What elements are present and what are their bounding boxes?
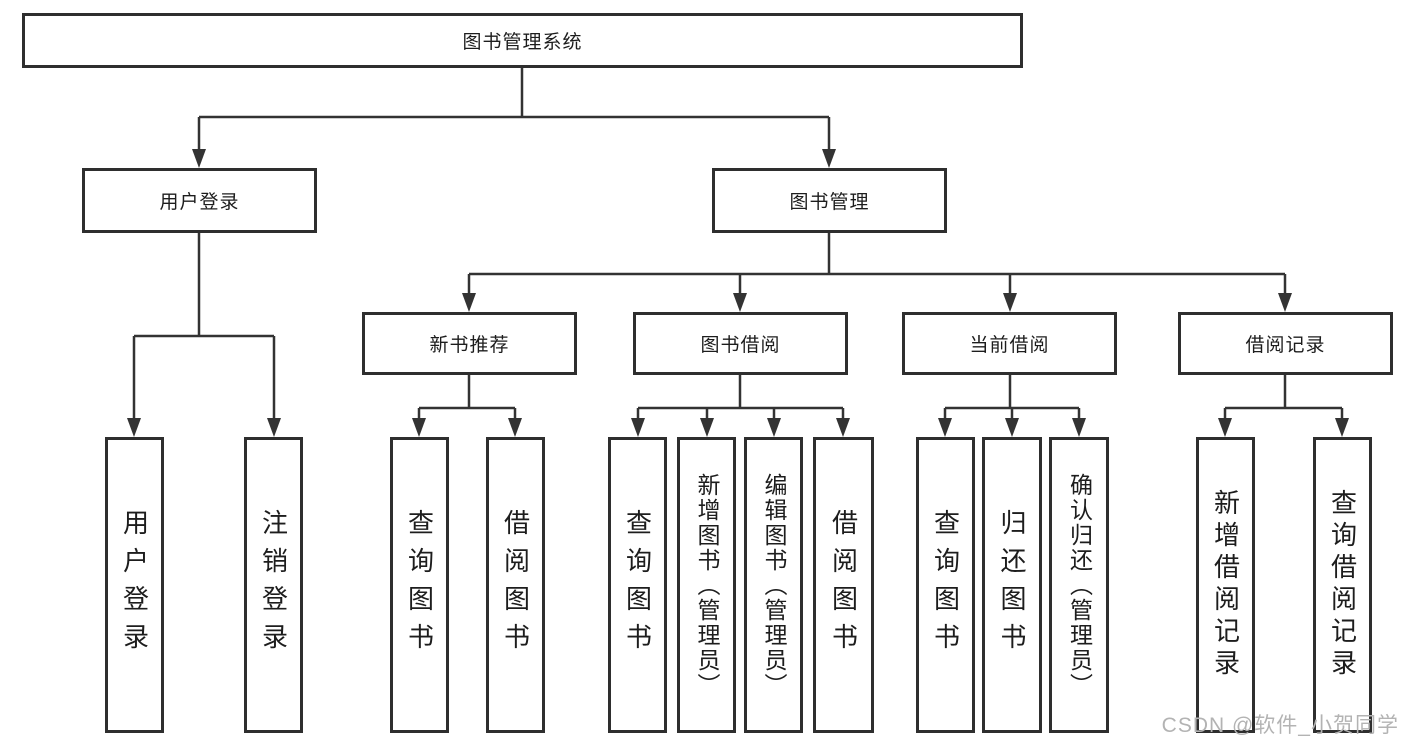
node-borrow-records-label: 借阅记录 <box>1245 335 1326 356</box>
leaf-borrow-books-2: 借阅图书 <box>813 437 874 733</box>
leaf-borrow-books-1-label: 借阅图书 <box>500 509 531 661</box>
node-new-book-recommend-label: 新书推荐 <box>429 335 510 356</box>
leaf-confirm-return-admin-label: 确认归还（管理员） <box>1066 472 1093 698</box>
node-current-borrow-label: 当前借阅 <box>969 335 1050 356</box>
leaf-logout-label: 注销登录 <box>258 509 289 661</box>
csdn-watermark: CSDN @软件_小贺同学 <box>1161 714 1399 737</box>
leaf-query-books-3-label: 查询图书 <box>930 509 961 661</box>
node-borrow-records: 借阅记录 <box>1178 312 1393 375</box>
node-root-label: 图书管理系统 <box>462 32 583 53</box>
node-current-borrow: 当前借阅 <box>902 312 1117 375</box>
leaf-borrow-books-1: 借阅图书 <box>486 437 545 733</box>
leaf-user-login: 用户登录 <box>105 437 164 733</box>
leaf-add-book-admin-label: 新增图书（管理员） <box>694 472 720 698</box>
leaf-query-books-3: 查询图书 <box>916 437 975 733</box>
leaf-query-books-2: 查询图书 <box>608 437 667 733</box>
leaf-query-books-1-label: 查询图书 <box>404 509 435 661</box>
leaf-query-borrow-record-label: 查询借阅记录 <box>1327 489 1358 681</box>
leaf-query-books-1: 查询图书 <box>390 437 449 733</box>
leaf-return-book: 归还图书 <box>982 437 1042 733</box>
node-book-management: 图书管理 <box>712 168 947 233</box>
node-user-login-label: 用户登录 <box>159 192 240 213</box>
leaf-confirm-return-admin: 确认归还（管理员） <box>1049 437 1109 733</box>
node-book-borrow: 图书借阅 <box>633 312 848 375</box>
node-new-book-recommend: 新书推荐 <box>362 312 577 375</box>
leaf-borrow-books-2-label: 借阅图书 <box>828 509 859 661</box>
leaf-edit-book-admin-label: 编辑图书（管理员） <box>761 472 787 698</box>
leaf-add-borrow-record-label: 新增借阅记录 <box>1210 489 1241 681</box>
node-book-management-label: 图书管理 <box>789 192 870 213</box>
node-book-borrow-label: 图书借阅 <box>700 335 781 356</box>
leaf-add-borrow-record: 新增借阅记录 <box>1196 437 1255 733</box>
leaf-return-book-label: 归还图书 <box>997 509 1027 661</box>
leaf-query-borrow-record: 查询借阅记录 <box>1313 437 1372 733</box>
leaf-user-login-label: 用户登录 <box>119 509 150 661</box>
node-root: 图书管理系统 <box>22 13 1023 68</box>
leaf-add-book-admin: 新增图书（管理员） <box>677 437 736 733</box>
node-user-login: 用户登录 <box>82 168 317 233</box>
leaf-logout: 注销登录 <box>244 437 303 733</box>
leaf-edit-book-admin: 编辑图书（管理员） <box>744 437 803 733</box>
leaf-query-books-2-label: 查询图书 <box>622 509 653 661</box>
